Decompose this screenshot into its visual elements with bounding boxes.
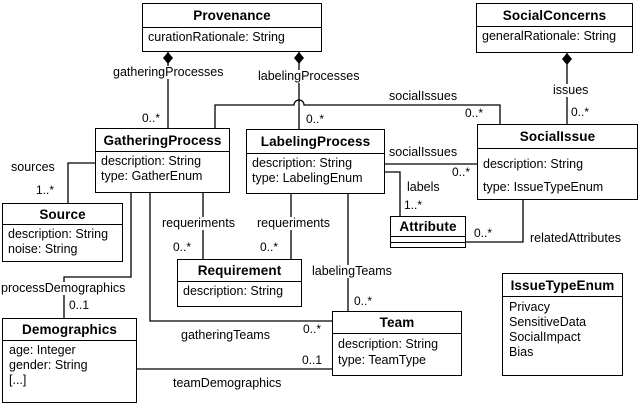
- association-label: labelingProcesses: [257, 69, 361, 83]
- attribute-line: type: TeamType: [338, 353, 427, 367]
- class-name: Team: [333, 312, 461, 334]
- attribute-line: type: LabelingEnum: [252, 171, 363, 185]
- attribute-line: type: IssueTypeEnum: [483, 180, 604, 194]
- association-label: socialIssues: [388, 145, 459, 159]
- association-label: teamDemographics: [172, 376, 283, 390]
- class-name: IssueTypeEnum: [503, 274, 622, 297]
- multiplicity-label: 0..*: [571, 105, 590, 119]
- attribute-line: description: String: [183, 284, 284, 298]
- class-social_concerns: SocialConcerns generalRationale: String: [476, 3, 633, 53]
- attribute-line: type: GatherEnum: [101, 169, 203, 183]
- multiplicity-label: 0..*: [306, 112, 325, 126]
- class-social_issue: SocialIssue description: String type: Issu…: [477, 124, 638, 200]
- association-label: relatedAttributes: [529, 231, 623, 245]
- multiplicity-label: 0..*: [354, 294, 373, 308]
- class-attributes: description: String type: IssueTypeEnum: [478, 149, 637, 199]
- composition-diamond-icon: [562, 53, 572, 65]
- association-label: requeriments: [256, 216, 331, 230]
- association-label: issues: [552, 83, 590, 97]
- class-attributes: description: String type: TeamType: [333, 334, 461, 368]
- association-label: gatheringTeams: [180, 328, 271, 342]
- attribute-line: description: String: [252, 156, 353, 170]
- class-provenance: Provenance curationRationale: String: [142, 3, 322, 52]
- multiplicity-label: 0..*: [474, 226, 493, 240]
- class-name: LabelingProcess: [247, 130, 384, 154]
- empty-compartment: [391, 237, 465, 243]
- attribute-line: SensitiveData: [509, 315, 587, 329]
- attribute-line: noise: String: [8, 242, 78, 256]
- class-attributes: curationRationale: String: [143, 28, 321, 45]
- class-name: Provenance: [143, 4, 321, 28]
- class-name: SocialIssue: [478, 125, 637, 149]
- association-label: socialIssues: [388, 89, 459, 103]
- class-attributes: description: String: [178, 282, 301, 299]
- attribute-line: description: String: [8, 227, 109, 241]
- attribute-line: [...]: [9, 373, 27, 387]
- attribute-line: description: String: [101, 154, 202, 168]
- composition-diamond-icon: [294, 52, 304, 64]
- edge-related-attributes: [466, 200, 524, 243]
- association-label: sources: [10, 160, 56, 174]
- attribute-line: SocialImpact: [509, 330, 581, 344]
- class-name: Requirement: [178, 260, 301, 282]
- multiplicity-label: 0..*: [452, 165, 471, 179]
- multiplicity-label: 0..*: [465, 106, 484, 120]
- multiplicity-label: 0..*: [260, 240, 279, 254]
- class-requirement: Requirement description: String: [177, 259, 302, 307]
- association-label: labels: [406, 180, 441, 194]
- attribute-line: description: String: [338, 337, 439, 351]
- class-attributes: generalRationale: String: [477, 27, 632, 44]
- attribute-line: description: String: [483, 157, 584, 171]
- multiplicity-label: 0..*: [142, 111, 161, 125]
- edge-process-demographics: [63, 193, 132, 318]
- edge-labels: [385, 171, 401, 216]
- multiplicity-label: 0..1: [302, 353, 323, 367]
- attribute-line: curationRationale: String: [148, 30, 285, 44]
- association-label: labelingTeams: [311, 264, 393, 278]
- composition-diamond-icon: [163, 52, 173, 64]
- attribute-line: Bias: [509, 345, 534, 359]
- class-name: Source: [3, 204, 122, 225]
- attribute-line: Privacy: [509, 300, 550, 314]
- multiplicity-label: 1..*: [404, 198, 423, 212]
- edge-social-issues-gathering: [214, 99, 501, 128]
- class-team: Team description: String type: TeamType: [332, 311, 462, 376]
- association-label: processDemographics: [0, 281, 127, 295]
- class-name: GatheringProcess: [96, 129, 229, 152]
- class-attribute: Attribute: [390, 216, 466, 248]
- edge-gathering-teams: [149, 193, 332, 322]
- association-label: requeriments: [161, 216, 236, 230]
- multiplicity-label: 0..1: [69, 298, 90, 312]
- multiplicity-label: 1..*: [36, 183, 55, 197]
- association-label: gatheringProcesses: [112, 65, 225, 79]
- class-name: Attribute: [391, 217, 465, 237]
- edge-sources: [67, 162, 95, 203]
- class-name: SocialConcerns: [477, 4, 632, 27]
- class-name: Demographics: [3, 319, 136, 341]
- multiplicity-label: 0..*: [173, 240, 192, 254]
- attribute-line: gender: String: [9, 358, 88, 372]
- attribute-line: generalRationale: String: [482, 29, 617, 43]
- attribute-line: age: Integer: [9, 343, 76, 357]
- multiplicity-label: 0..*: [303, 322, 322, 336]
